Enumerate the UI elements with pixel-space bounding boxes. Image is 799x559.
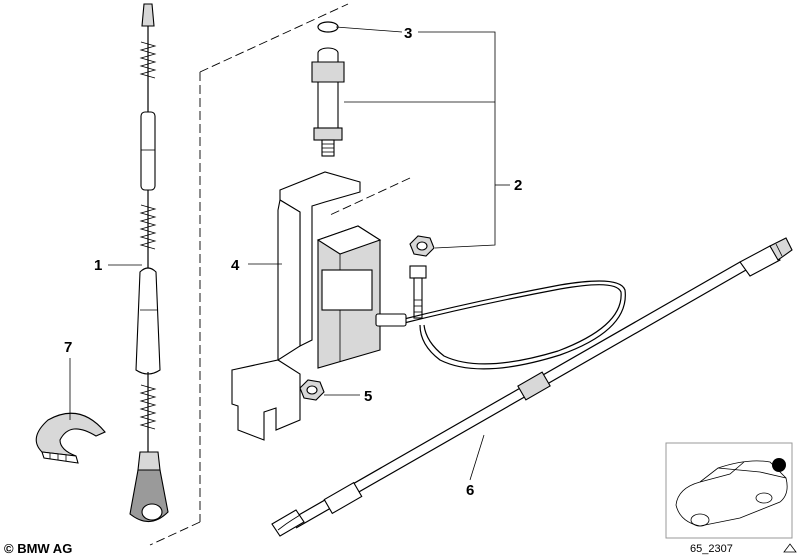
callout-4: 4 [231, 257, 240, 274]
assembly-outline [149, 3, 411, 546]
antenna-spring-top [139, 41, 157, 79]
callout-5: 5 [364, 388, 372, 405]
callout-6: 6 [466, 482, 474, 499]
antenna-spring-bottom [139, 384, 157, 430]
antenna-base [311, 21, 345, 157]
reference-code: 65_2307 [690, 543, 733, 555]
antenna-spring-middle [139, 204, 157, 250]
car-location-icon [675, 460, 788, 527]
car-locator-box: 65_2307 [665, 442, 797, 555]
callout-3: 3 [404, 25, 412, 42]
triangle-icon [783, 543, 797, 553]
bolt-and-nut [409, 235, 435, 319]
hex-nut [299, 379, 325, 401]
callout-1: 1 [94, 257, 102, 274]
location-dot-icon [772, 458, 786, 472]
rod-antenna [129, 3, 169, 523]
leader-lines [69, 26, 510, 481]
antenna-cable [271, 237, 793, 537]
callout-7: 7 [64, 339, 72, 356]
clip-ring [35, 412, 106, 464]
bracket-amplifier [231, 171, 382, 441]
callout-2: 2 [514, 177, 522, 194]
short-cable [375, 280, 626, 370]
copyright-text: © BMW AG [4, 541, 72, 556]
